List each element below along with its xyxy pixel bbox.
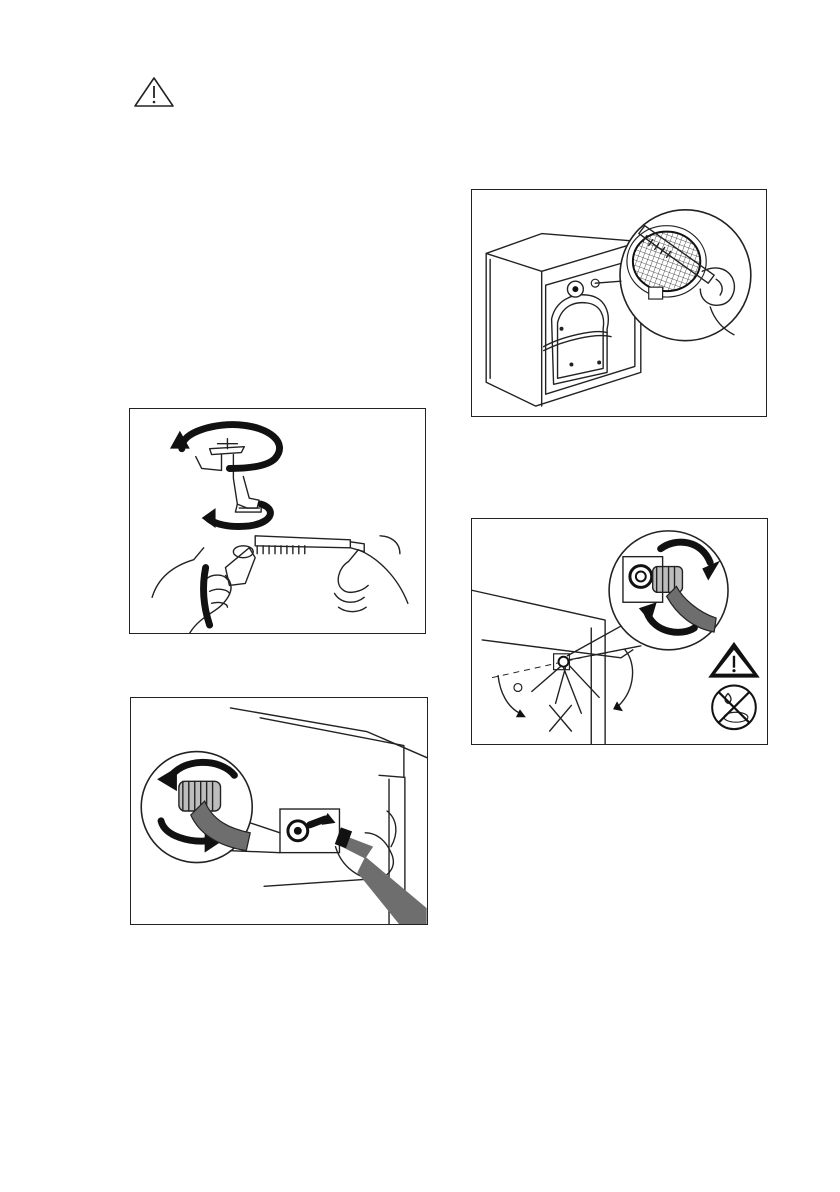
page-bottom-edge: [0, 1186, 840, 1192]
figure-hose-disconnect: [130, 697, 428, 925]
figure-hose-reconnect: [471, 518, 768, 745]
warning-triangle-icon: [708, 642, 760, 678]
figure-faucet-cleaning: [129, 408, 426, 634]
hose-connector-icon: [280, 809, 339, 853]
hand-icon: [335, 811, 427, 924]
brush-icon: [255, 536, 364, 554]
tap-icon: [196, 439, 261, 512]
hose-connector-icon: [532, 654, 599, 731]
no-leak-icon: [712, 686, 756, 730]
washing-machine-back-icon: [486, 234, 641, 406]
warning-triangle-icon: [132, 76, 176, 108]
hand-icon: [152, 546, 255, 633]
figure-filter-cleaning: [471, 189, 767, 417]
rotate-arrow-icon: [170, 425, 280, 469]
